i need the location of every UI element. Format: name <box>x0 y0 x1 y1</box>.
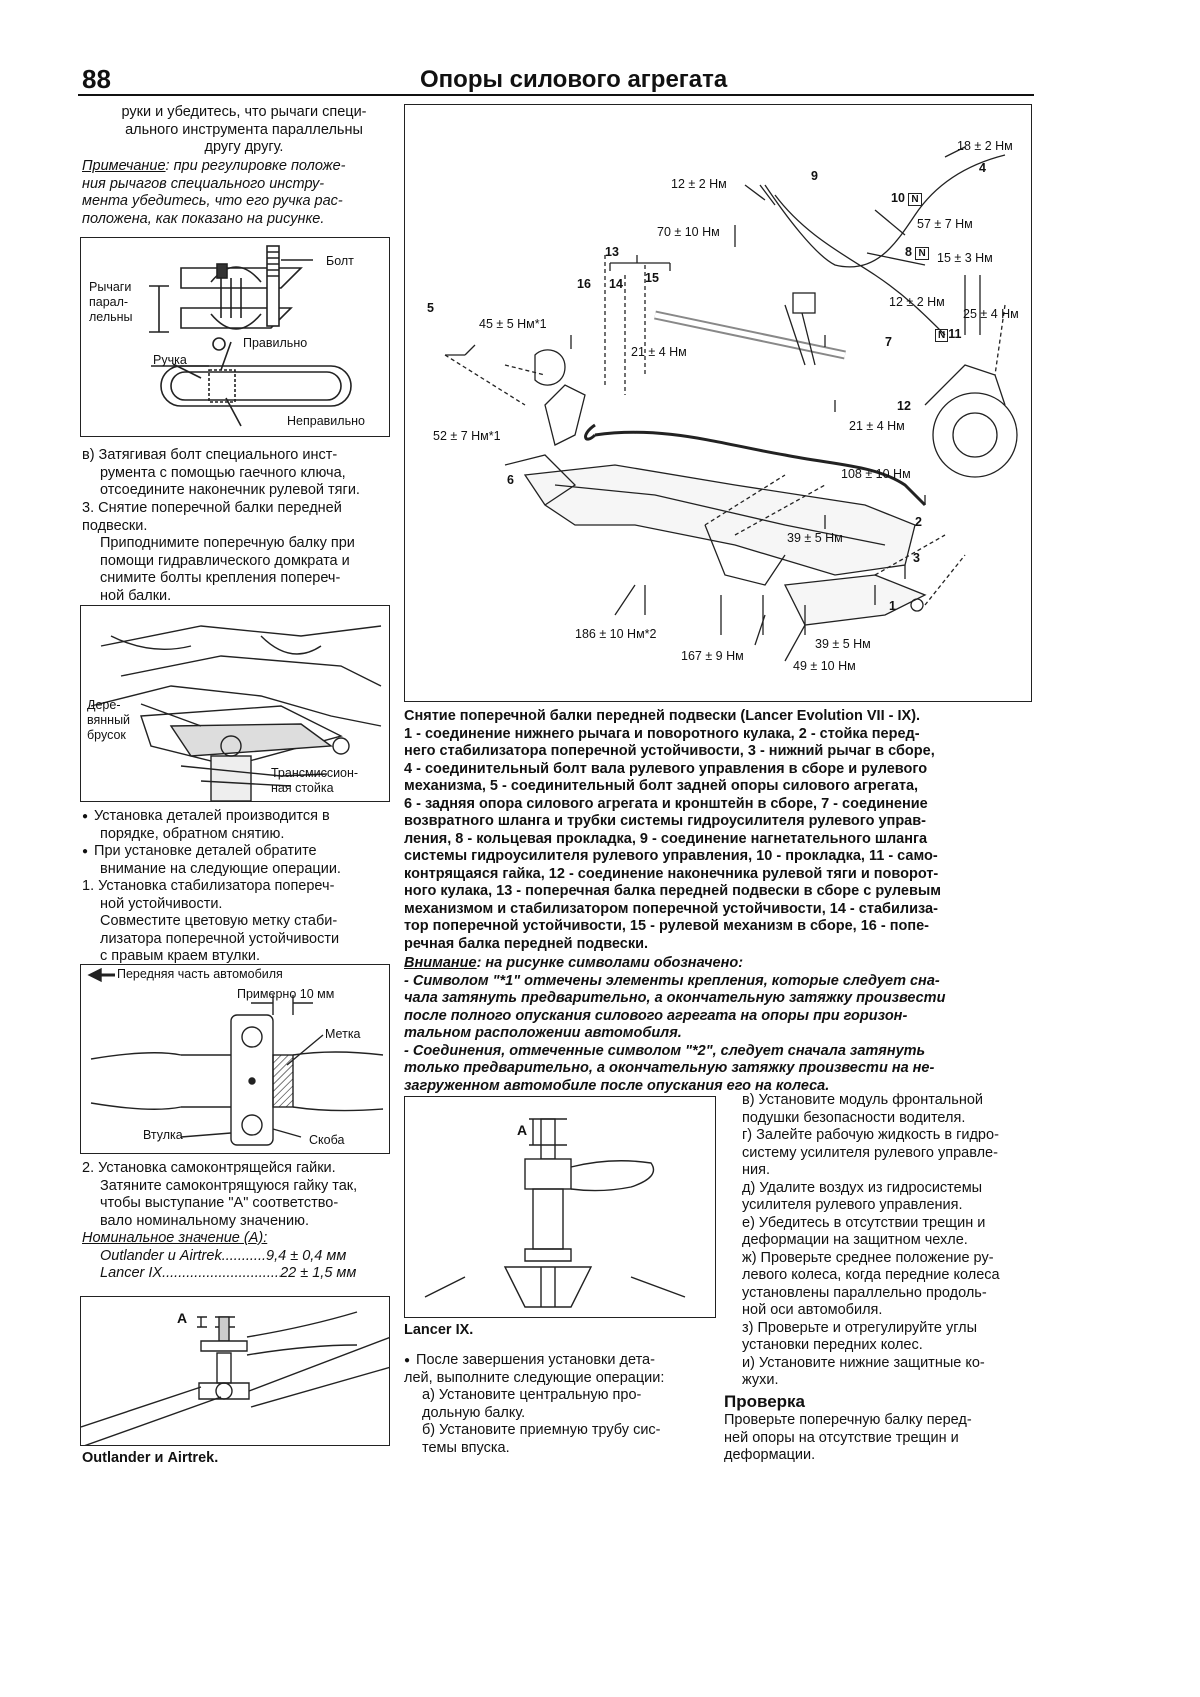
label-incorrect: Неправильно <box>287 414 365 428</box>
attention-note: Внимание: на рисунке символами обозначен… <box>404 955 946 1094</box>
torque-18: 18 ± 2 Нм <box>957 139 1013 153</box>
callout-3: 3 <box>913 551 920 565</box>
callout-9: 9 <box>811 169 818 183</box>
outlander-nut-drawing <box>81 1311 389 1445</box>
torque-12b: 12 ± 2 Нм <box>889 295 945 309</box>
mid-ops: После завершения установки дета-лей, вып… <box>404 1352 716 1457</box>
callout-2: 2 <box>915 515 922 529</box>
crossmember-exploded-drawing <box>444 146 1018 662</box>
callout-16: 16 <box>577 277 591 291</box>
torque-15: 15 ± 3 Нм <box>937 251 993 265</box>
torque-21a: 21 ± 4 Нм <box>631 345 687 359</box>
torque-57: 57 ± 7 Нм <box>917 217 973 231</box>
callout-1: 1 <box>889 599 896 613</box>
lancer-nut-drawing <box>424 1118 686 1308</box>
figure-crossmember-exploded: 18 ± 2 Нм 4 9 12 ± 2 Нм 10 N 57 ± 7 Нм 7… <box>404 104 1032 702</box>
torque-39b: 39 ± 5 Нм <box>815 637 871 651</box>
callout-8: 8 N <box>905 245 929 261</box>
torque-70: 70 ± 10 Нм <box>657 225 720 239</box>
label-a-lancer: A <box>517 1122 528 1138</box>
jack-support-drawing <box>90 625 382 801</box>
check-text: Проверьте поперечную балку перед-ней опо… <box>724 1412 972 1463</box>
torque-49: 49 ± 10 Нм <box>793 659 856 673</box>
left-note: Примечание: при регулировке положе- ния … <box>82 158 346 227</box>
torque-52: 52 ± 7 Нм*1 <box>433 429 501 443</box>
label-bracket: Скоба <box>309 1133 345 1147</box>
torque-12a: 12 ± 2 Нм <box>671 177 727 191</box>
label-mark: Метка <box>325 1027 361 1041</box>
caption-outlander: Outlander и Airtrek. <box>82 1450 219 1466</box>
left-bullets: Установка деталей производится впорядке,… <box>82 808 392 966</box>
left-intro: руки и убедитесь, что рычаги специ-ально… <box>121 104 367 155</box>
torque-167: 167 ± 9 Нм <box>681 649 744 663</box>
header-rule <box>78 94 1034 96</box>
left-step-v: в) Затягивая болт специального инст-руме… <box>82 447 360 498</box>
callout-14: 14 <box>609 277 623 291</box>
torque-21b: 21 ± 4 Нм <box>849 419 905 433</box>
callout-5: 5 <box>427 301 434 315</box>
label-front-of-car: Передняя часть автомобиля <box>117 967 283 981</box>
label-bushing: Втулка <box>143 1128 183 1142</box>
callout-15: 15 <box>645 271 659 285</box>
callout-10: 10 N <box>891 191 922 207</box>
torque-108: 108 ± 10 Нм <box>841 467 911 481</box>
check-heading: Проверка <box>724 1392 806 1411</box>
label-bolt: Болт <box>326 254 354 268</box>
label-a-dimension: A <box>177 1310 188 1326</box>
figure-outlander-nut: A <box>80 1296 390 1446</box>
label-correct: Правильно <box>243 336 308 350</box>
caption-lancer: Lancer IX. <box>404 1322 474 1338</box>
figure-lancer-nut: A <box>404 1096 716 1318</box>
page-number: 88 <box>82 64 111 94</box>
callout-4: 4 <box>979 161 986 175</box>
tool-levers-drawing <box>149 245 352 427</box>
torque-186: 186 ± 10 Нм*2 <box>575 627 657 641</box>
callout-6: 6 <box>507 473 514 487</box>
label-approx-10mm: Примерно 10 мм <box>237 987 335 1001</box>
figure-stabilizer-mark: Передняя часть автомобиля Примерно 10 мм… <box>80 964 390 1154</box>
left-step2: 2. Установка самоконтрящейся гайки. Затя… <box>82 1160 358 1281</box>
callout-13: 13 <box>605 245 619 259</box>
callout-12: 12 <box>897 399 911 413</box>
torque-45: 45 ± 5 Нм*1 <box>479 317 547 331</box>
stabilizer-mark-drawing <box>87 967 384 1146</box>
diagram-caption: Снятие поперечной балки передней подвеск… <box>404 708 941 952</box>
torque-39a: 39 ± 5 Нм <box>787 531 843 545</box>
page-title: Опоры силового агрегата <box>420 66 728 93</box>
torque-25: 25 ± 4 Нм <box>963 307 1019 321</box>
label-trans-stand: Трансмиссион-ная стойка <box>271 766 359 795</box>
callout-7: 7 <box>885 335 892 349</box>
label-handle: Ручка <box>153 353 187 367</box>
